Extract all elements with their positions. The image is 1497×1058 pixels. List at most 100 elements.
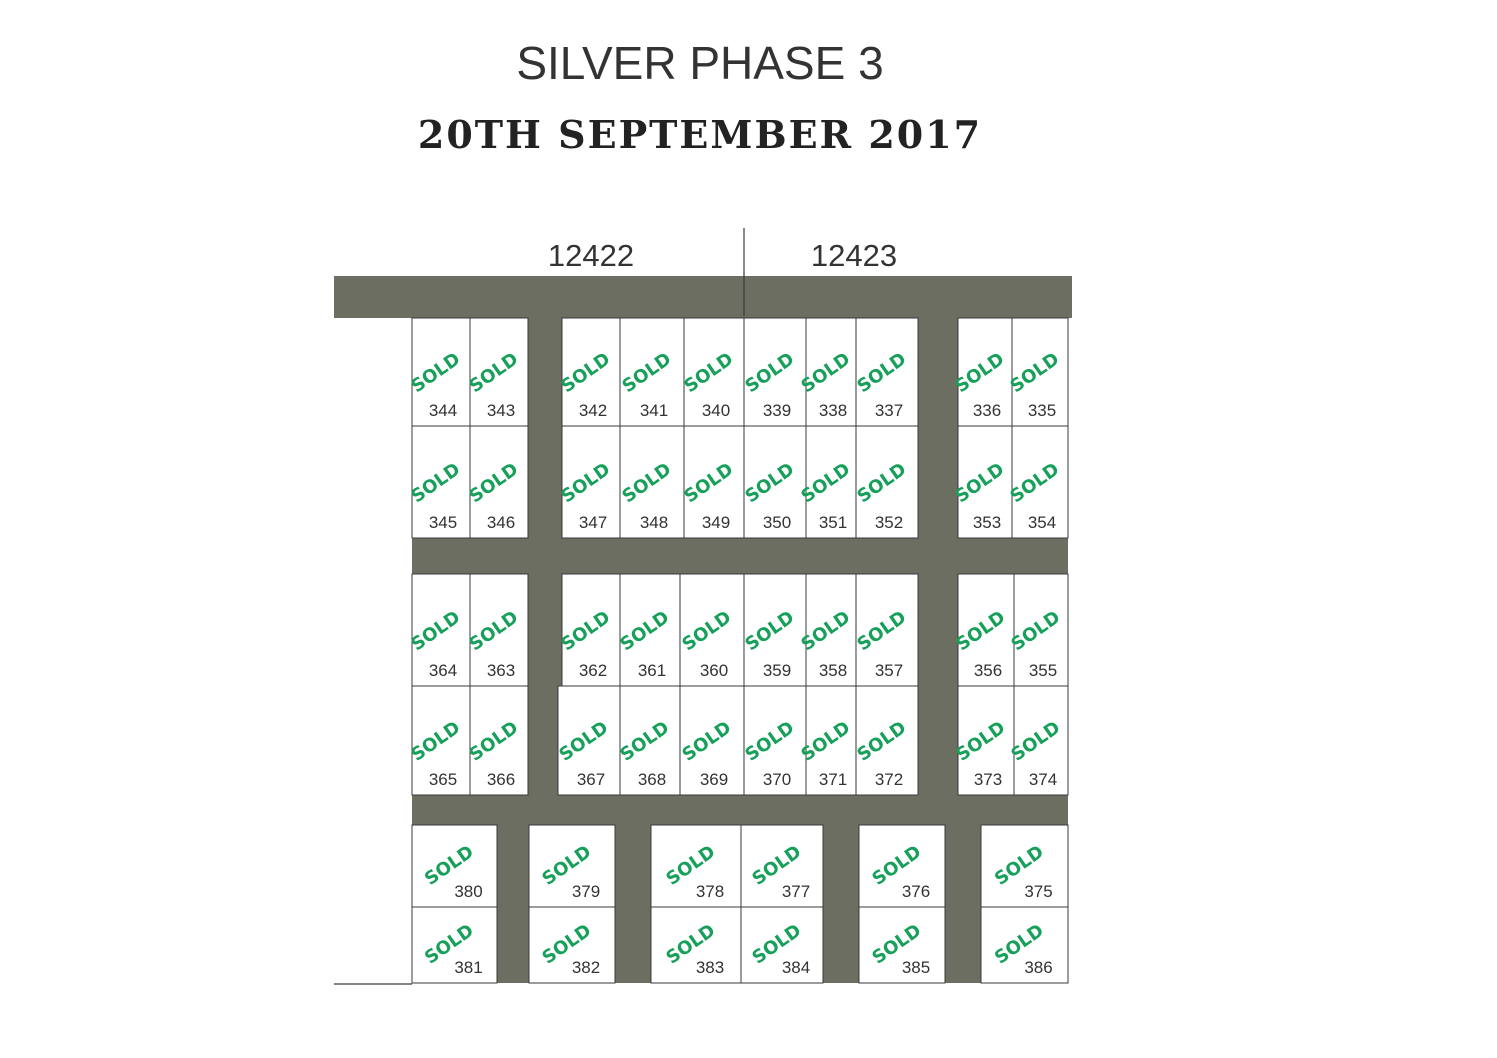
road-top <box>334 276 1072 318</box>
plot-number: 363 <box>487 661 515 680</box>
plot-outline <box>855 573 919 687</box>
plot-number: 349 <box>702 513 730 532</box>
plot-number: 355 <box>1029 661 1057 680</box>
plot-number: 369 <box>700 770 728 789</box>
plot-outline <box>411 685 471 796</box>
plot-outline <box>855 685 919 796</box>
plot-outline <box>679 573 745 687</box>
plot-outline <box>528 906 616 984</box>
plot-number: 336 <box>973 401 1001 420</box>
road-vertical-5 <box>823 818 859 983</box>
plot-outline <box>980 824 1069 908</box>
plot-outline <box>957 317 1013 427</box>
plot-number: 386 <box>1024 958 1052 977</box>
road-vertical-6 <box>945 818 981 983</box>
plot-number: 381 <box>454 958 482 977</box>
plot-grid: SOLD344SOLD343SOLD342SOLD341SOLD340SOLD3… <box>407 317 1069 984</box>
plot-outline <box>650 824 742 908</box>
plot-number: 371 <box>819 770 847 789</box>
plot-number: 374 <box>1029 770 1057 789</box>
plot-number: 337 <box>875 401 903 420</box>
road-vertical-4 <box>615 818 651 983</box>
plot-number: 347 <box>579 513 607 532</box>
plot-number: 343 <box>487 401 515 420</box>
plot-outline <box>1011 425 1069 539</box>
plot-outline <box>561 425 621 539</box>
plot-number: 364 <box>429 661 457 680</box>
plot-number: 339 <box>763 401 791 420</box>
road-vertical-1 <box>528 312 562 802</box>
plot-outline <box>411 573 471 687</box>
plot-outline <box>1011 317 1069 427</box>
plot-outline <box>411 906 498 984</box>
road-vertical-3 <box>497 818 529 983</box>
plot-number: 344 <box>429 401 457 420</box>
plot-number: 372 <box>875 770 903 789</box>
plot-outline <box>557 685 621 796</box>
plot-number: 384 <box>782 958 810 977</box>
plot-number: 365 <box>429 770 457 789</box>
plot-number: 379 <box>572 882 600 901</box>
plot-outline <box>469 573 529 687</box>
plot-number: 380 <box>454 882 482 901</box>
plot-outline <box>469 317 529 427</box>
plot-outline <box>740 824 824 908</box>
plot-outline <box>957 425 1013 539</box>
plot-number: 366 <box>487 770 515 789</box>
plot-outline <box>980 906 1069 984</box>
plot-outline <box>561 573 621 687</box>
